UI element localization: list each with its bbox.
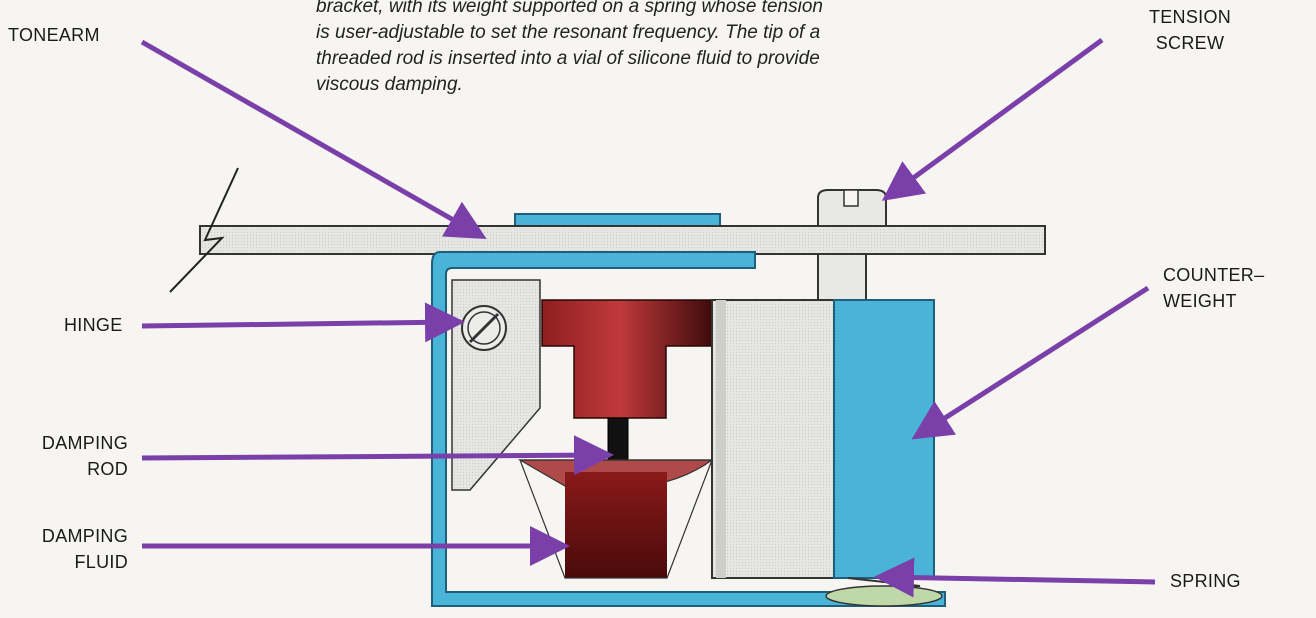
label-counterweight-line1: COUNTER– bbox=[1163, 265, 1265, 285]
vial-fluid bbox=[565, 472, 667, 578]
caption-line: is user-adjustable to set the resonant f… bbox=[316, 22, 821, 43]
label-counterweight: COUNTER– WEIGHT bbox=[1163, 262, 1264, 314]
caption: bracket, with its weight supported on a … bbox=[316, 0, 1016, 98]
tension-screw-part bbox=[817, 189, 887, 303]
support-block-edge bbox=[716, 300, 726, 578]
label-damping-fluid-line1: DAMPING bbox=[41, 526, 128, 546]
label-damping-rod-line2: ROD bbox=[87, 459, 128, 479]
label-tension-screw-line1: TENSION bbox=[1148, 7, 1232, 27]
arrow-spring bbox=[874, 557, 1156, 598]
label-hinge-text: HINGE bbox=[64, 315, 123, 335]
tonearm-tube bbox=[169, 167, 1046, 293]
caption-line: threaded rod is inserted into a vial of … bbox=[316, 48, 820, 69]
leader-arrows bbox=[140, 37, 1156, 598]
label-tonearm-text: TONEARM bbox=[8, 25, 100, 45]
label-damping-fluid: DAMPING FLUID bbox=[8, 523, 128, 575]
hinge-part bbox=[451, 279, 541, 491]
support-block bbox=[711, 299, 835, 579]
rod-holder bbox=[541, 299, 716, 419]
label-spring: SPRING bbox=[1170, 568, 1241, 594]
label-tonearm: TONEARM bbox=[8, 22, 100, 48]
arrow-counterweight bbox=[911, 285, 1150, 440]
caption-line: viscous damping. bbox=[316, 74, 463, 95]
label-tension-screw: TENSION SCREW bbox=[1130, 4, 1250, 56]
label-damping-fluid-line2: FLUID bbox=[74, 552, 128, 572]
screw-slot bbox=[843, 189, 859, 207]
arrow-damping-rod bbox=[141, 435, 614, 476]
screw-shaft bbox=[817, 253, 867, 303]
label-hinge: HINGE bbox=[64, 312, 123, 338]
counterweight-part bbox=[833, 299, 935, 579]
hinge-screw-slot bbox=[468, 312, 500, 344]
arrow-hinge bbox=[141, 302, 465, 343]
arrow-tension-screw bbox=[881, 37, 1104, 201]
label-tension-screw-line2: SCREW bbox=[1155, 33, 1225, 53]
damping-fluid-vial bbox=[517, 459, 714, 579]
bracket bbox=[431, 251, 946, 607]
hinge-screw-ring bbox=[467, 311, 501, 345]
spring-part bbox=[825, 577, 943, 607]
tonearm-break-mark bbox=[169, 167, 239, 293]
caption-line: bracket, with its weight supported on a … bbox=[316, 0, 823, 17]
arrow-tonearm bbox=[140, 39, 487, 239]
label-damping-rod: DAMPING ROD bbox=[8, 430, 128, 482]
label-counterweight-line2: WEIGHT bbox=[1163, 291, 1237, 311]
label-damping-rod-line1: DAMPING bbox=[41, 433, 128, 453]
tonearm-arm bbox=[199, 225, 1046, 255]
label-spring-text: SPRING bbox=[1170, 571, 1241, 591]
spring-base bbox=[825, 585, 943, 607]
